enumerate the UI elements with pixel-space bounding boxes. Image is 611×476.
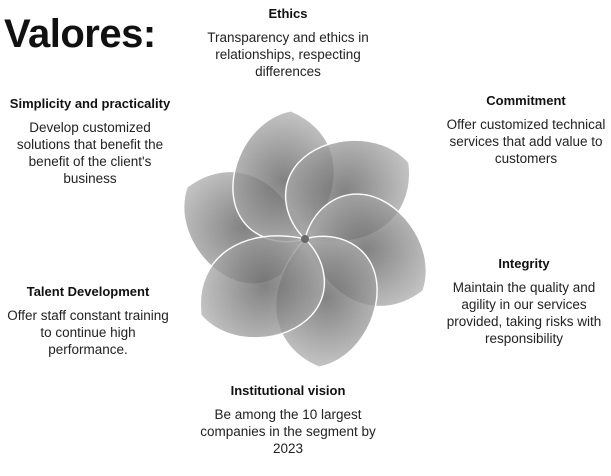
value-talent-development: Talent Development Offer staff constant … — [4, 284, 172, 358]
petal-simplicity — [199, 235, 326, 339]
value-vision: Institutional vision Be among the 10 lar… — [198, 383, 378, 457]
value-commitment: Commitment Offer customized technical se… — [444, 93, 608, 167]
value-commitment-description: Offer customized technical services that… — [446, 116, 606, 167]
value-ethics-title: Ethics — [268, 6, 308, 21]
value-integrity-description: Maintain the quality and agility in our … — [446, 279, 602, 347]
value-talent-description: Offer staff constant training to continu… — [7, 307, 169, 358]
value-integrity-title: Integrity — [498, 256, 550, 271]
page-title: Valores: — [4, 12, 156, 56]
values-flower-diagram — [182, 110, 428, 368]
value-vision-title: Institutional vision — [230, 383, 346, 398]
value-talent-title: Talent Development — [26, 284, 150, 299]
value-ethics-description: Transparency and ethics in relationships… — [207, 29, 369, 80]
value-simplicity: Simplicity and practicality Develop cust… — [4, 96, 176, 188]
value-simplicity-description: Develop customized solutions that benefi… — [16, 119, 164, 187]
value-simplicity-title: Simplicity and practicality — [9, 96, 171, 111]
value-ethics: Ethics Transparency and ethics in relati… — [198, 6, 378, 80]
value-vision-description: Be among the 10 largest companies in the… — [200, 406, 376, 457]
flower-center — [301, 235, 309, 243]
value-integrity: Integrity Maintain the quality and agili… — [444, 256, 604, 348]
value-commitment-title: Commitment — [486, 93, 566, 108]
